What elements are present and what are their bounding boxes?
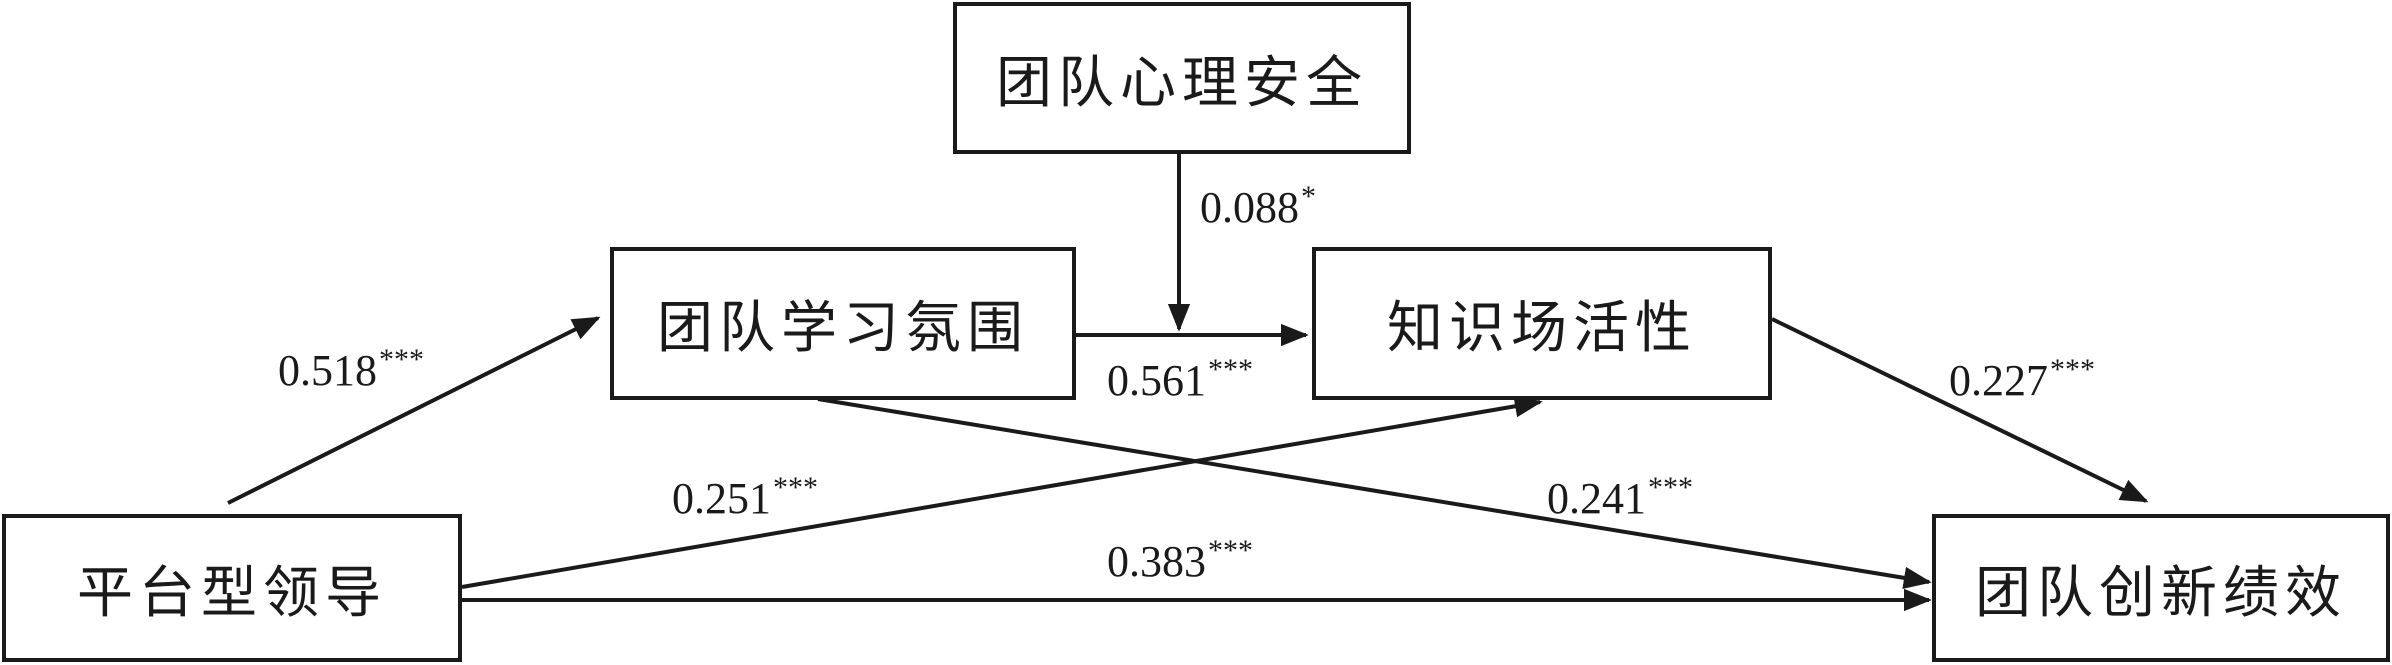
node-knowledge-activity: 知识场活性: [1312, 247, 1772, 400]
arrow-leadership-to-learning: [227, 316, 601, 505]
significance-stars: ***: [773, 471, 818, 504]
significance-stars: ***: [1208, 353, 1253, 386]
node-psych-safety: 团队心理安全: [953, 2, 1411, 154]
significance-stars: ***: [379, 343, 424, 376]
arrow-learning-to-innovation: [817, 397, 1932, 589]
coef-learning-to-knowledge: 0.561***: [1107, 355, 1253, 403]
coef-leadership-to-knowledge: 0.251***: [672, 473, 818, 521]
coef-value: 0.241: [1547, 474, 1646, 523]
coef-value: 0.227: [1949, 356, 2048, 405]
coef-value: 0.088: [1200, 183, 1299, 232]
significance-stars: ***: [2050, 353, 2095, 386]
coef-leadership-to-innovation: 0.383***: [1107, 536, 1253, 584]
node-innovation-performance: 团队创新绩效: [1932, 514, 2390, 662]
coef-value: 0.383: [1107, 537, 1206, 586]
significance-stars: ***: [1208, 534, 1253, 567]
coef-leadership-to-learning: 0.518***: [278, 345, 424, 393]
arrow-knowledge-to-innovation: [1771, 317, 2149, 503]
coef-learning-to-innovation: 0.241***: [1547, 473, 1693, 521]
significance-stars: ***: [1648, 471, 1693, 504]
coef-knowledge-to-innovation: 0.227***: [1949, 355, 2095, 403]
coef-value: 0.518: [278, 346, 377, 395]
significance-stars: *: [1301, 180, 1316, 213]
node-learning-climate: 团队学习氛围: [610, 247, 1076, 400]
coef-value: 0.561: [1107, 356, 1206, 405]
coef-value: 0.251: [672, 474, 771, 523]
arrow-leadership-to-knowledge: [461, 395, 1543, 589]
node-platform-leadership: 平台型领导: [2, 514, 462, 662]
coef-moderation-safety: 0.088*: [1200, 182, 1316, 230]
